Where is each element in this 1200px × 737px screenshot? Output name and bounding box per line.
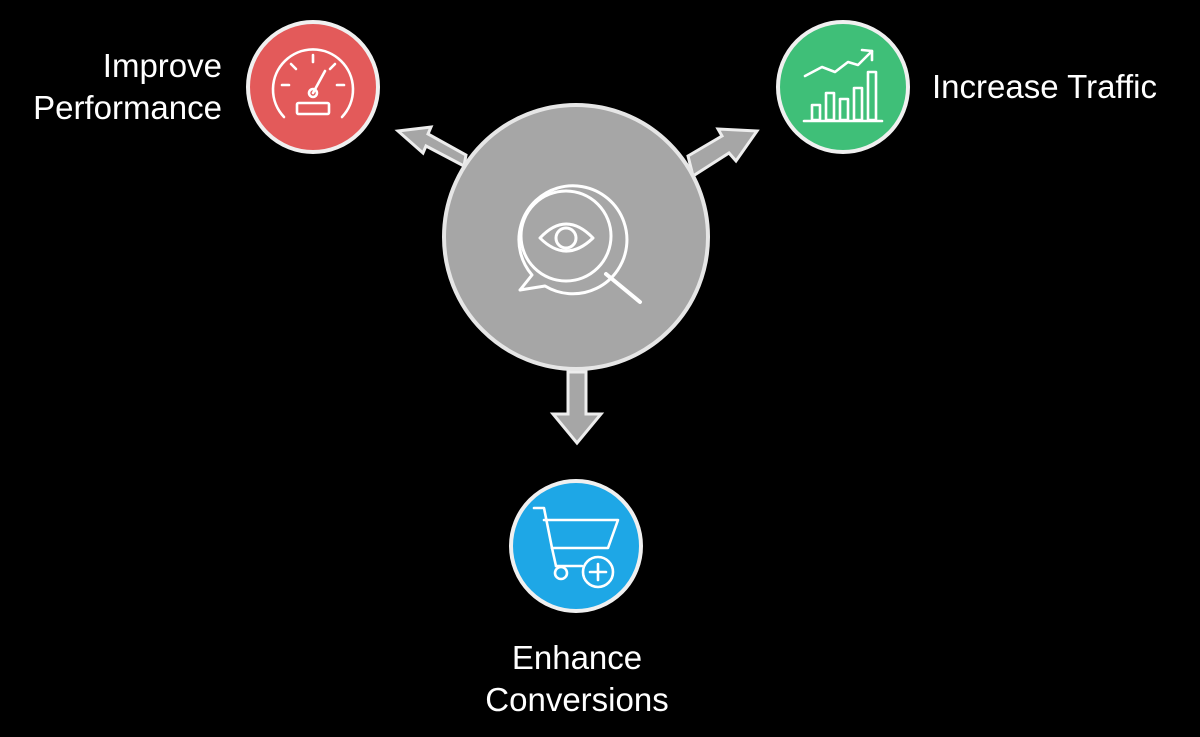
speedometer-icon	[271, 48, 355, 119]
cart-plus-icon	[532, 506, 620, 589]
conversions-label: Enhance Conversions	[485, 637, 668, 721]
eye-magnifier-icon	[517, 184, 642, 304]
center-node	[442, 103, 710, 371]
arrow-to-conversions	[549, 370, 605, 446]
arrow-to-traffic	[686, 127, 760, 179]
traffic-node	[776, 20, 910, 154]
performance-node	[246, 20, 380, 154]
traffic-label: Increase Traffic	[932, 66, 1157, 108]
conversions-label-line-1: Enhance	[511, 639, 643, 676]
conversions-node	[509, 479, 643, 613]
traffic-label-line-1: Increase Traffic	[932, 68, 1157, 105]
arrow-to-performance	[394, 125, 468, 169]
rising-bar-chart-icon	[802, 48, 884, 123]
performance-label: Improve Performance	[33, 45, 222, 129]
performance-label-line-1: Improve	[102, 47, 222, 84]
performance-label-line-2: Performance	[33, 89, 222, 126]
conversions-label-line-2: Conversions	[485, 681, 669, 718]
